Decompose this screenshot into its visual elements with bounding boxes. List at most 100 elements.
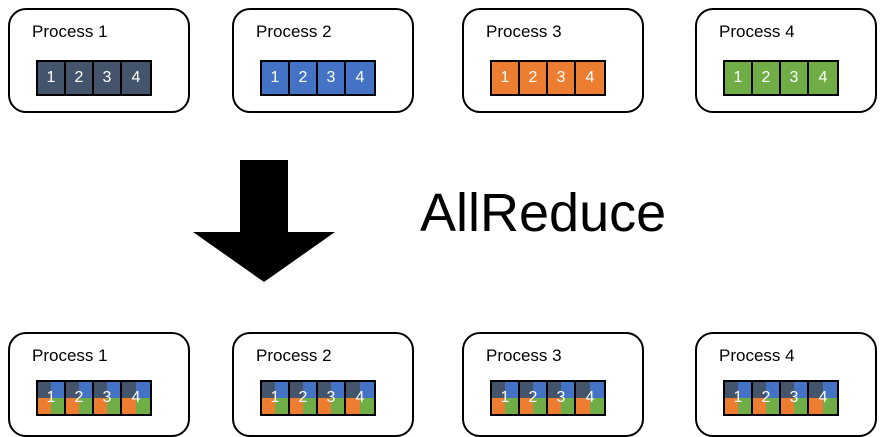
- data-cell-label: 3: [326, 69, 336, 86]
- data-cell-label: 4: [131, 69, 141, 86]
- data-cell-reduced: 1: [492, 382, 520, 414]
- data-cell: 2: [520, 62, 548, 94]
- quadrant-tr: [738, 382, 751, 398]
- quadrant-tr: [360, 382, 374, 398]
- data-cell: 2: [753, 62, 781, 94]
- process-title: Process 4: [719, 346, 795, 365]
- data-cell-label: 4: [585, 69, 595, 86]
- quadrant-tr: [303, 382, 316, 398]
- process-title: Process 4: [719, 22, 795, 41]
- quadrant-br: [533, 398, 546, 414]
- quadrant-bl: [346, 398, 360, 414]
- data-cell-reduced: 3: [781, 382, 809, 414]
- quadrant-tr: [505, 382, 518, 398]
- quadrant-tl: [753, 382, 766, 398]
- data-cell-reduced: 2: [66, 382, 94, 414]
- quadrant-br: [79, 398, 92, 414]
- data-cell-label: 2: [74, 69, 84, 86]
- quadrant-bl: [725, 398, 738, 414]
- data-cell: 3: [548, 62, 576, 94]
- quadrant-tr: [823, 382, 837, 398]
- quadrant-br: [331, 398, 344, 414]
- data-cell-reduced: 2: [290, 382, 318, 414]
- quadrant-tl: [781, 382, 794, 398]
- data-cell-label: 4: [355, 69, 365, 86]
- quadrant-br: [794, 398, 807, 414]
- data-cell-label: 1: [46, 69, 56, 86]
- quadrant-bl: [781, 398, 794, 414]
- quadrant-br: [823, 398, 837, 414]
- quadrant-tl: [346, 382, 360, 398]
- quadrant-tr: [275, 382, 288, 398]
- data-cell: 1: [262, 62, 290, 94]
- quadrant-bl: [753, 398, 766, 414]
- quadrant-bl: [38, 398, 51, 414]
- quadrant-tl: [318, 382, 331, 398]
- data-cell: 3: [781, 62, 809, 94]
- quadrant-tl: [122, 382, 136, 398]
- quadrant-br: [360, 398, 374, 414]
- quadrant-tl: [38, 382, 51, 398]
- quadrant-tl: [548, 382, 561, 398]
- quadrant-br: [590, 398, 604, 414]
- data-cell-reduced: 4: [809, 382, 837, 414]
- data-cell: 3: [318, 62, 346, 94]
- quadrant-br: [738, 398, 751, 414]
- data-cell-label: 2: [761, 69, 771, 86]
- quadrant-tr: [794, 382, 807, 398]
- quadrant-br: [505, 398, 518, 414]
- quadrant-tr: [79, 382, 92, 398]
- quadrant-bl: [809, 398, 823, 414]
- data-cell-reduced: 3: [318, 382, 346, 414]
- process-title: Process 2: [256, 346, 332, 365]
- data-cell: 3: [94, 62, 122, 94]
- quadrant-tl: [492, 382, 505, 398]
- data-cell-label: 1: [500, 69, 510, 86]
- quadrant-br: [107, 398, 120, 414]
- quadrant-tr: [51, 382, 64, 398]
- data-cell: 4: [809, 62, 837, 94]
- quadrant-tr: [331, 382, 344, 398]
- quadrant-br: [303, 398, 316, 414]
- data-cell: 1: [725, 62, 753, 94]
- quadrant-bl: [520, 398, 533, 414]
- data-cell-label: 1: [270, 69, 280, 86]
- quadrant-bl: [122, 398, 136, 414]
- quadrant-br: [561, 398, 574, 414]
- quadrant-br: [275, 398, 288, 414]
- data-cell-label: 3: [789, 69, 799, 86]
- data-cell: 1: [38, 62, 66, 94]
- quadrant-tl: [262, 382, 275, 398]
- data-cell-reduced: 4: [576, 382, 604, 414]
- quadrant-tr: [561, 382, 574, 398]
- data-cell-reduced: 4: [346, 382, 374, 414]
- quadrant-bl: [66, 398, 79, 414]
- data-cell-label: 3: [556, 69, 566, 86]
- process-title: Process 1: [32, 22, 108, 41]
- data-cell: 4: [346, 62, 374, 94]
- quadrant-tr: [136, 382, 150, 398]
- process-title: Process 3: [486, 22, 562, 41]
- quadrant-bl: [262, 398, 275, 414]
- process-title: Process 2: [256, 22, 332, 41]
- data-cell-reduced: 1: [38, 382, 66, 414]
- data-cell: 4: [576, 62, 604, 94]
- quadrant-tl: [809, 382, 823, 398]
- quadrant-bl: [94, 398, 107, 414]
- quadrant-tl: [520, 382, 533, 398]
- data-cell-reduced: 1: [262, 382, 290, 414]
